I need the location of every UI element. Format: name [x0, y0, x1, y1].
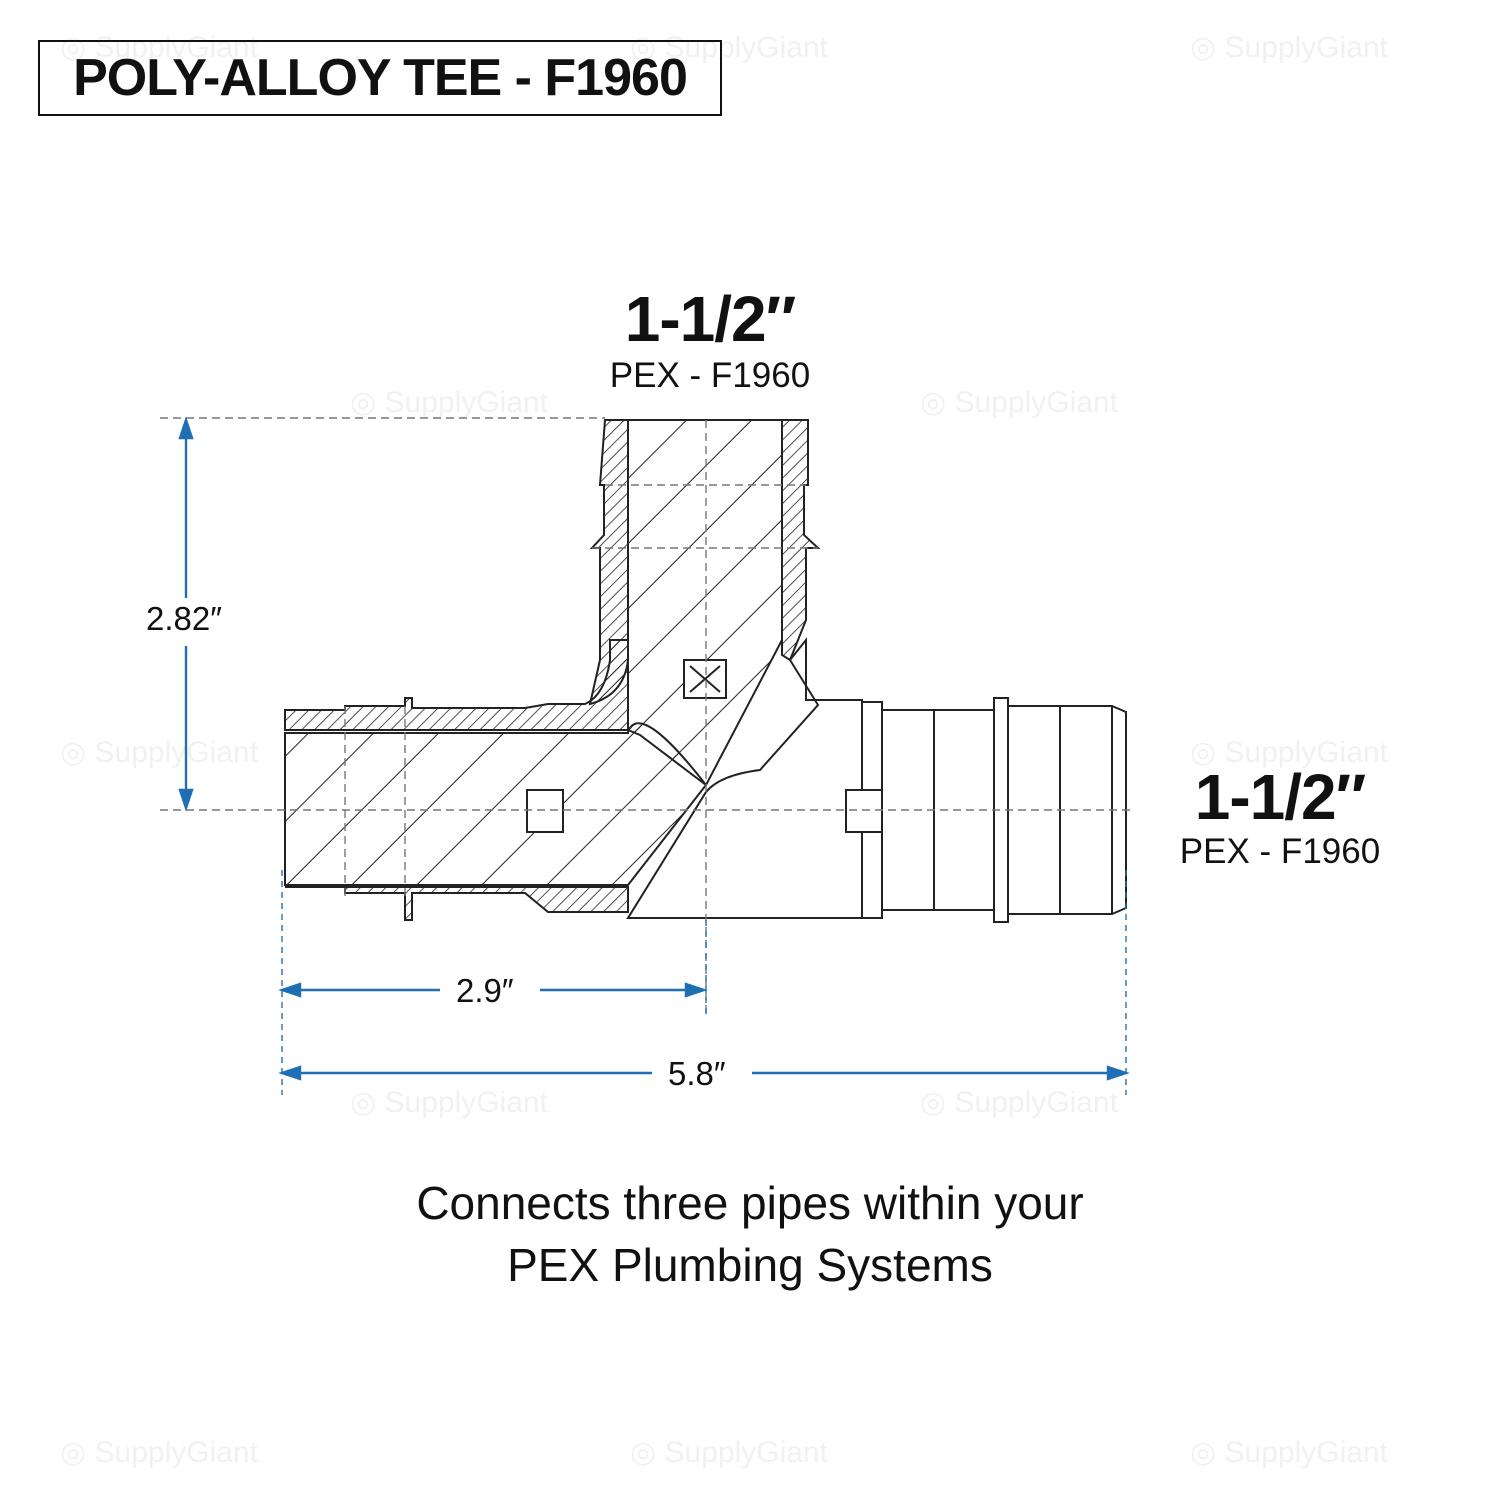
extension-lines — [281, 870, 1127, 1095]
top-port-size: 1-1/2″ — [624, 283, 797, 355]
page-title: POLY-ALLOY TEE - F1960 — [38, 40, 722, 116]
boss-right — [845, 789, 883, 833]
dimension-lines — [178, 416, 1130, 1081]
caption: Connects three pipes within your PEX Plu… — [0, 1172, 1500, 1296]
center-lines — [160, 417, 1130, 1015]
top-port-standard: PEX - F1960 — [609, 356, 811, 395]
watermark: ◎ SupplyGiant — [60, 31, 258, 64]
watermark: ◎ SupplyGiant — [350, 1086, 548, 1119]
right-barb-sleeve — [881, 709, 995, 911]
watermark: ◎ SupplyGiant — [630, 31, 828, 64]
dimension-height-label: 2.82″ — [142, 600, 226, 638]
boss-left — [526, 789, 564, 833]
caption-line-1: Connects three pipes within your — [416, 1177, 1084, 1229]
watermark: ◎ SupplyGiant — [920, 1086, 1118, 1119]
caption-line-2: PEX Plumbing Systems — [507, 1239, 993, 1291]
watermark: ◎ SupplyGiant — [60, 736, 258, 769]
left-inner-section — [284, 722, 708, 886]
watermark: ◎ SupplyGiant — [1190, 1436, 1388, 1469]
watermark: ◎ SupplyGiant — [1190, 31, 1388, 64]
watermark: ◎ SupplyGiant — [1190, 736, 1388, 769]
watermark: ◎ SupplyGiant — [350, 386, 548, 419]
left-outer-wall-bottom — [285, 886, 629, 921]
watermark: ◎ SupplyGiant — [60, 1436, 258, 1469]
fitting-section — [284, 419, 1127, 923]
top-outer-wall-right — [781, 419, 821, 662]
watermark: ◎ SupplyGiant — [920, 386, 1118, 419]
right-port-standard: PEX - F1960 — [1179, 832, 1381, 871]
right-port-size: 1-1/2″ — [1194, 761, 1367, 833]
dimension-half-length-label: 2.9″ — [452, 972, 518, 1010]
watermark: ◎ SupplyGiant — [630, 1436, 828, 1469]
top-inner-section — [627, 419, 783, 787]
left-outer-wall-top — [284, 639, 629, 731]
right-body — [626, 637, 863, 919]
dimension-total-length-label: 5.8″ — [664, 1055, 730, 1093]
top-outer-wall-left — [588, 419, 629, 706]
